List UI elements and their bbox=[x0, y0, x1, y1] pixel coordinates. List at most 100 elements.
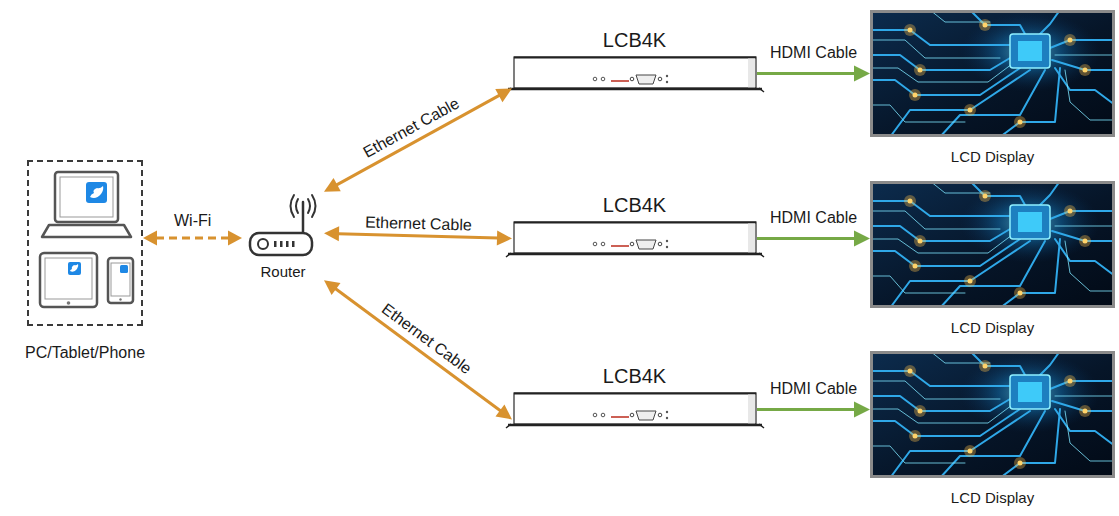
node-label: Router bbox=[242, 263, 324, 280]
device-icons bbox=[40, 172, 133, 307]
controller-housings bbox=[506, 222, 764, 257]
connector-line bbox=[757, 408, 855, 411]
router-icon bbox=[274, 241, 277, 247]
edge-label-holder: HDMI Cable bbox=[770, 209, 857, 227]
router-icon bbox=[250, 233, 312, 255]
controller-box: LCB4K bbox=[512, 222, 757, 255]
arrow-head bbox=[497, 231, 512, 246]
label-holder: Router bbox=[242, 263, 324, 280]
connectors bbox=[143, 66, 870, 420]
router-icon bbox=[258, 239, 268, 249]
device-icons bbox=[40, 253, 97, 307]
label-holder: LCD Display bbox=[951, 148, 1034, 165]
node-label: LCB4K bbox=[603, 365, 666, 388]
device-icons bbox=[45, 258, 92, 299]
node-label: LCD Display bbox=[951, 148, 1034, 165]
label-holder: PC/Tablet/Phone bbox=[25, 344, 145, 362]
device-icons bbox=[90, 186, 103, 198]
arrow-head bbox=[854, 231, 870, 247]
node-label: LCB4K bbox=[603, 194, 666, 217]
device-icons bbox=[111, 263, 130, 296]
edge-label: Ethernet Cable bbox=[365, 213, 472, 234]
node-label: LCB4K bbox=[603, 29, 666, 52]
router-icon bbox=[250, 195, 316, 255]
lcd-display: LCD Display bbox=[870, 10, 1115, 137]
router-icon bbox=[312, 195, 316, 217]
device-group: PC/Tablet/Phone bbox=[27, 160, 143, 326]
edge-label: Ethernet Cable bbox=[360, 94, 462, 162]
device-icons bbox=[86, 182, 107, 203]
label-holder: LCB4K bbox=[603, 194, 666, 217]
edge-label-holder: Ethernet Cable bbox=[378, 300, 475, 378]
lcd-pictures bbox=[870, 10, 1115, 137]
edge-label: HDMI Cable bbox=[770, 209, 857, 227]
node-label: LCD Display bbox=[951, 489, 1034, 506]
edge-label-holder: Ethernet Cable bbox=[365, 213, 472, 234]
connector bbox=[143, 231, 242, 246]
connector-line bbox=[156, 237, 229, 240]
arrow-head bbox=[143, 231, 157, 246]
device-icons bbox=[67, 301, 71, 305]
connector bbox=[324, 280, 512, 419]
arrow-head bbox=[324, 178, 341, 192]
device-icons bbox=[108, 258, 133, 303]
router-icon bbox=[292, 241, 295, 247]
arrow-head bbox=[495, 88, 512, 102]
lcd-pictures bbox=[870, 351, 1115, 478]
device-icons bbox=[68, 262, 81, 275]
edge-label: HDMI Cable bbox=[770, 44, 857, 62]
edge-label: HDMI Cable bbox=[770, 380, 857, 398]
device-icons bbox=[55, 172, 118, 222]
arrow-head bbox=[228, 231, 242, 246]
arrow-head bbox=[324, 280, 341, 295]
device-icons bbox=[70, 264, 78, 272]
lcd-pictures bbox=[870, 10, 1115, 478]
edge-label-holder: Wi-Fi bbox=[174, 212, 211, 230]
arrow-head bbox=[324, 226, 339, 241]
arrow-head bbox=[854, 402, 870, 418]
connector-line bbox=[335, 288, 501, 411]
edge-label-holder: Ethernet Cable bbox=[360, 94, 462, 162]
edge-label-holder: HDMI Cable bbox=[770, 380, 857, 398]
device-icons bbox=[60, 177, 113, 217]
router-icon bbox=[291, 195, 295, 217]
label-holder: LCD Display bbox=[951, 319, 1034, 336]
controller-housings bbox=[506, 393, 764, 428]
router-icon bbox=[274, 241, 295, 247]
router: Router bbox=[242, 190, 324, 282]
router-icon bbox=[302, 202, 305, 233]
arrow-head bbox=[854, 66, 870, 82]
edge-label: Wi-Fi bbox=[174, 212, 211, 230]
edge-label-holder: HDMI Cable bbox=[770, 44, 857, 62]
label-holder: LCD Display bbox=[951, 489, 1034, 506]
edge-label: Ethernet Cable bbox=[378, 300, 475, 378]
arrow-head bbox=[495, 404, 512, 419]
connector bbox=[324, 88, 512, 191]
lcd-pictures bbox=[870, 181, 1115, 308]
router-icon bbox=[296, 199, 298, 213]
connector-line bbox=[338, 234, 498, 238]
controller-housings bbox=[506, 57, 764, 428]
node-label: LCD Display bbox=[951, 319, 1034, 336]
connector-line bbox=[336, 95, 499, 185]
device-icons bbox=[119, 298, 121, 300]
connector bbox=[757, 231, 870, 247]
label-holder: LCB4K bbox=[603, 29, 666, 52]
connector bbox=[757, 402, 870, 418]
controller-box: LCB4K bbox=[512, 57, 757, 90]
router-icon bbox=[280, 241, 283, 247]
controller-housings bbox=[506, 57, 764, 92]
controller-box: LCB4K bbox=[512, 393, 757, 426]
label-holder: LCB4K bbox=[603, 365, 666, 388]
lcd-display: LCD Display bbox=[870, 181, 1115, 308]
connector-line bbox=[757, 72, 855, 75]
node-label: PC/Tablet/Phone bbox=[25, 344, 145, 362]
router-icon bbox=[286, 241, 289, 247]
device-icons bbox=[42, 225, 131, 237]
router-icon bbox=[308, 199, 310, 213]
